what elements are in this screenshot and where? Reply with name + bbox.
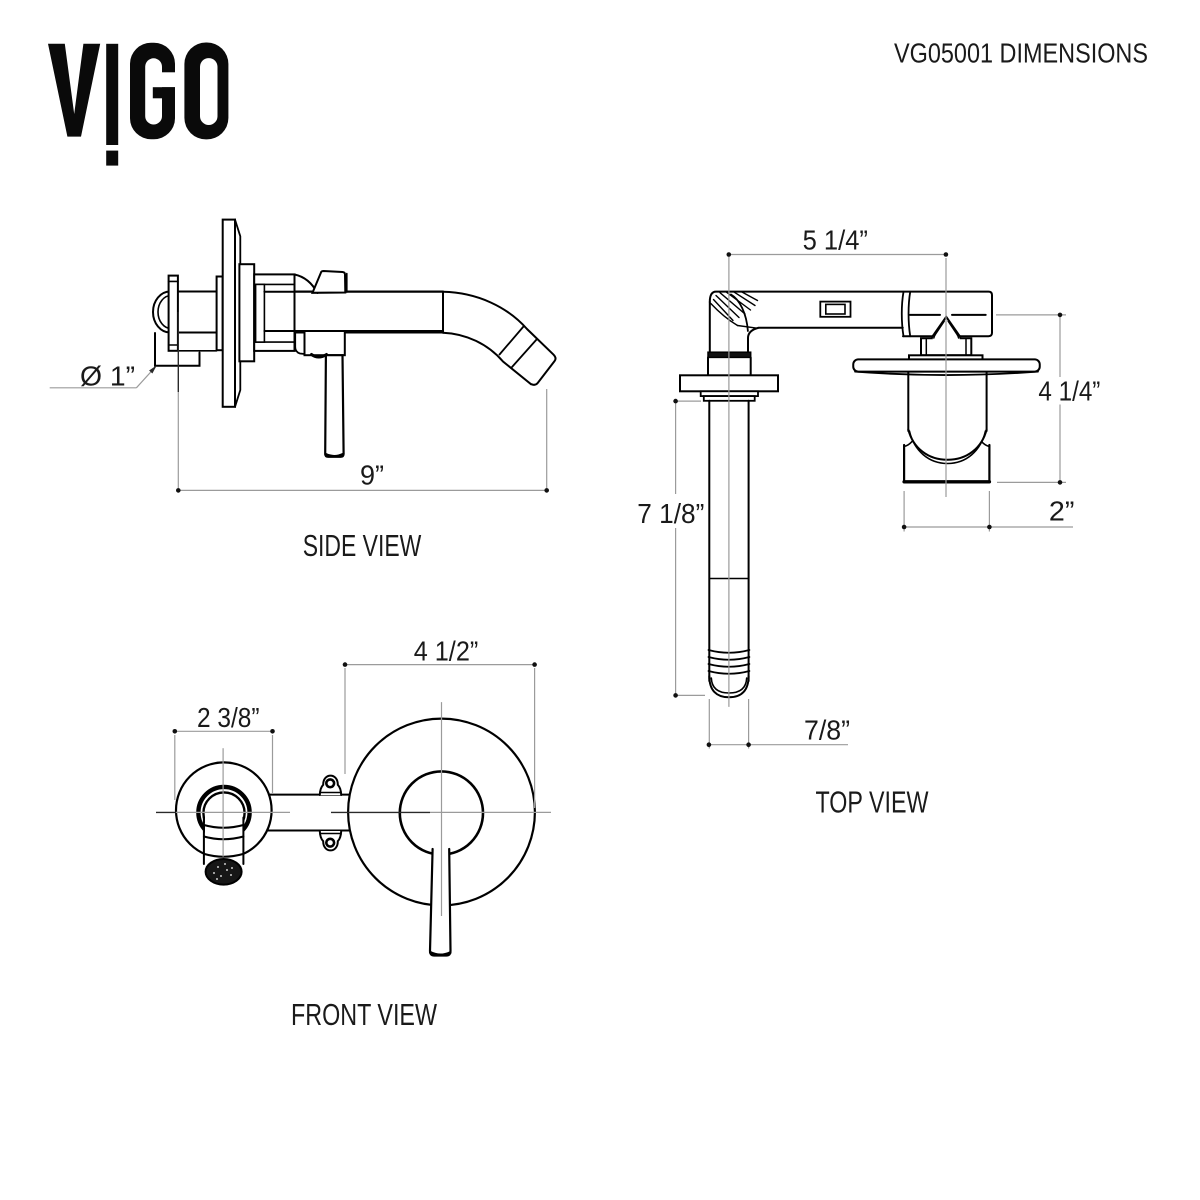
svg-text:TOP VIEW: TOP VIEW	[816, 784, 930, 819]
svg-text:5 1/4”: 5 1/4”	[803, 225, 868, 256]
svg-text:2 3/8”: 2 3/8”	[197, 702, 260, 733]
svg-text:FRONT VIEW: FRONT VIEW	[291, 997, 438, 1032]
svg-text:4 1/4”: 4 1/4”	[1038, 376, 1100, 407]
svg-text:9”: 9”	[360, 460, 384, 491]
svg-text:SIDE VIEW: SIDE VIEW	[303, 528, 422, 563]
svg-text:VG05001 DIMENSIONS: VG05001 DIMENSIONS	[894, 38, 1148, 69]
svg-text:7 1/8”: 7 1/8”	[637, 498, 704, 529]
svg-text:2”: 2”	[1049, 495, 1075, 526]
svg-text:4 1/2”: 4 1/2”	[414, 635, 479, 666]
svg-text:Ø 1”: Ø 1”	[80, 360, 135, 391]
svg-text:7/8”: 7/8”	[804, 715, 850, 746]
